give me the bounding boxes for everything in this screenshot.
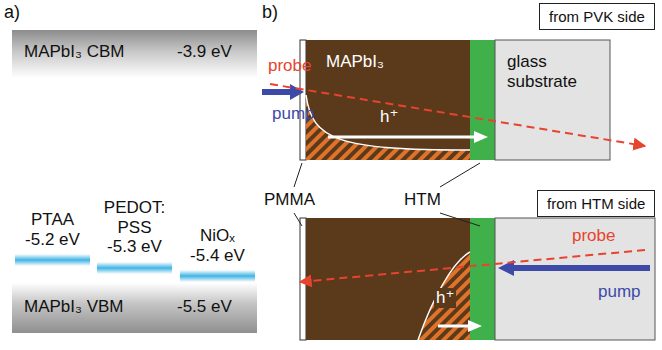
hole-drift-arrow bbox=[438, 325, 470, 328]
glass-substrate bbox=[495, 40, 610, 160]
node-title: MAPbI₃ bbox=[324, 52, 386, 72]
pump-arrow bbox=[262, 89, 292, 95]
htm-layer bbox=[470, 218, 495, 340]
node-value: -3.9 eV bbox=[177, 42, 232, 62]
node-title: h⁺ bbox=[434, 288, 456, 308]
node-value: -5.5 eV bbox=[177, 297, 232, 317]
probe-beam bbox=[300, 250, 645, 282]
beam-label: pump bbox=[598, 282, 641, 302]
glass-substrate: glass substrate bbox=[495, 40, 610, 160]
energy-level: PTAA-5.2 eV bbox=[15, 210, 90, 266]
node-value: h⁺ bbox=[378, 107, 400, 127]
energy-level-bar bbox=[180, 270, 255, 282]
node-title: MAPbI₃ VBM bbox=[24, 297, 124, 317]
hole-drift-arrow bbox=[328, 136, 476, 139]
htm-layer bbox=[470, 40, 495, 160]
probe-beam bbox=[270, 84, 645, 146]
perovskite-layer bbox=[306, 40, 470, 160]
node-title: MAPbI₃ CBM bbox=[24, 42, 124, 62]
pump-arrow bbox=[512, 265, 650, 271]
node-title: PEDOT: PSS bbox=[97, 198, 172, 237]
glass-substrate bbox=[495, 218, 655, 340]
node-title: from HTM side bbox=[547, 195, 645, 212]
valence-band: MAPbI₃ VBM -5.5 eV bbox=[12, 283, 257, 333]
node-title: from PVK side bbox=[549, 8, 645, 25]
leader-line bbox=[294, 163, 302, 187]
perovskite-layer: MAPbI₃ h⁺ bbox=[306, 40, 470, 160]
view-caption-box: from HTM side bbox=[537, 190, 655, 217]
hole-front bbox=[418, 252, 470, 340]
node-title: glass substrate bbox=[507, 52, 599, 91]
beam-label: probe bbox=[572, 226, 615, 246]
pump-arrowhead bbox=[290, 84, 304, 100]
layer-label: PMMA bbox=[264, 190, 315, 210]
leader-line bbox=[294, 213, 302, 226]
layer-label: HTM bbox=[404, 190, 441, 210]
energy-level-bar bbox=[97, 262, 172, 274]
energy-level-bar bbox=[15, 254, 90, 266]
node-value: -5.3 eV bbox=[97, 237, 172, 257]
leader-line bbox=[440, 163, 480, 187]
perovskite-layer: h⁺ bbox=[306, 218, 470, 340]
panel-letter: a) bbox=[4, 2, 20, 23]
energy-level: NiOₓ-5.4 eV bbox=[180, 226, 255, 282]
hole-region bbox=[306, 95, 470, 160]
view-caption-box: from PVK side bbox=[539, 3, 655, 30]
node-value: -5.4 eV bbox=[180, 246, 255, 266]
pmma-layer bbox=[300, 218, 306, 340]
energy-level: PEDOT: PSS-5.3 eV bbox=[97, 198, 172, 274]
node-title: NiOₓ bbox=[180, 226, 255, 246]
node-title: PTAA bbox=[15, 210, 90, 230]
leader-line bbox=[440, 213, 480, 226]
beam-label: probe bbox=[268, 56, 311, 76]
beam-label: pump bbox=[272, 104, 315, 124]
hole-drift-arrowhead bbox=[468, 320, 482, 332]
panel-letter: b) bbox=[262, 2, 278, 23]
conduction-band: MAPbI₃ CBM -3.9 eV bbox=[12, 30, 257, 78]
node-value: -5.2 eV bbox=[15, 230, 90, 250]
hole-region bbox=[418, 252, 470, 340]
hole-drift-arrowhead bbox=[474, 131, 488, 143]
